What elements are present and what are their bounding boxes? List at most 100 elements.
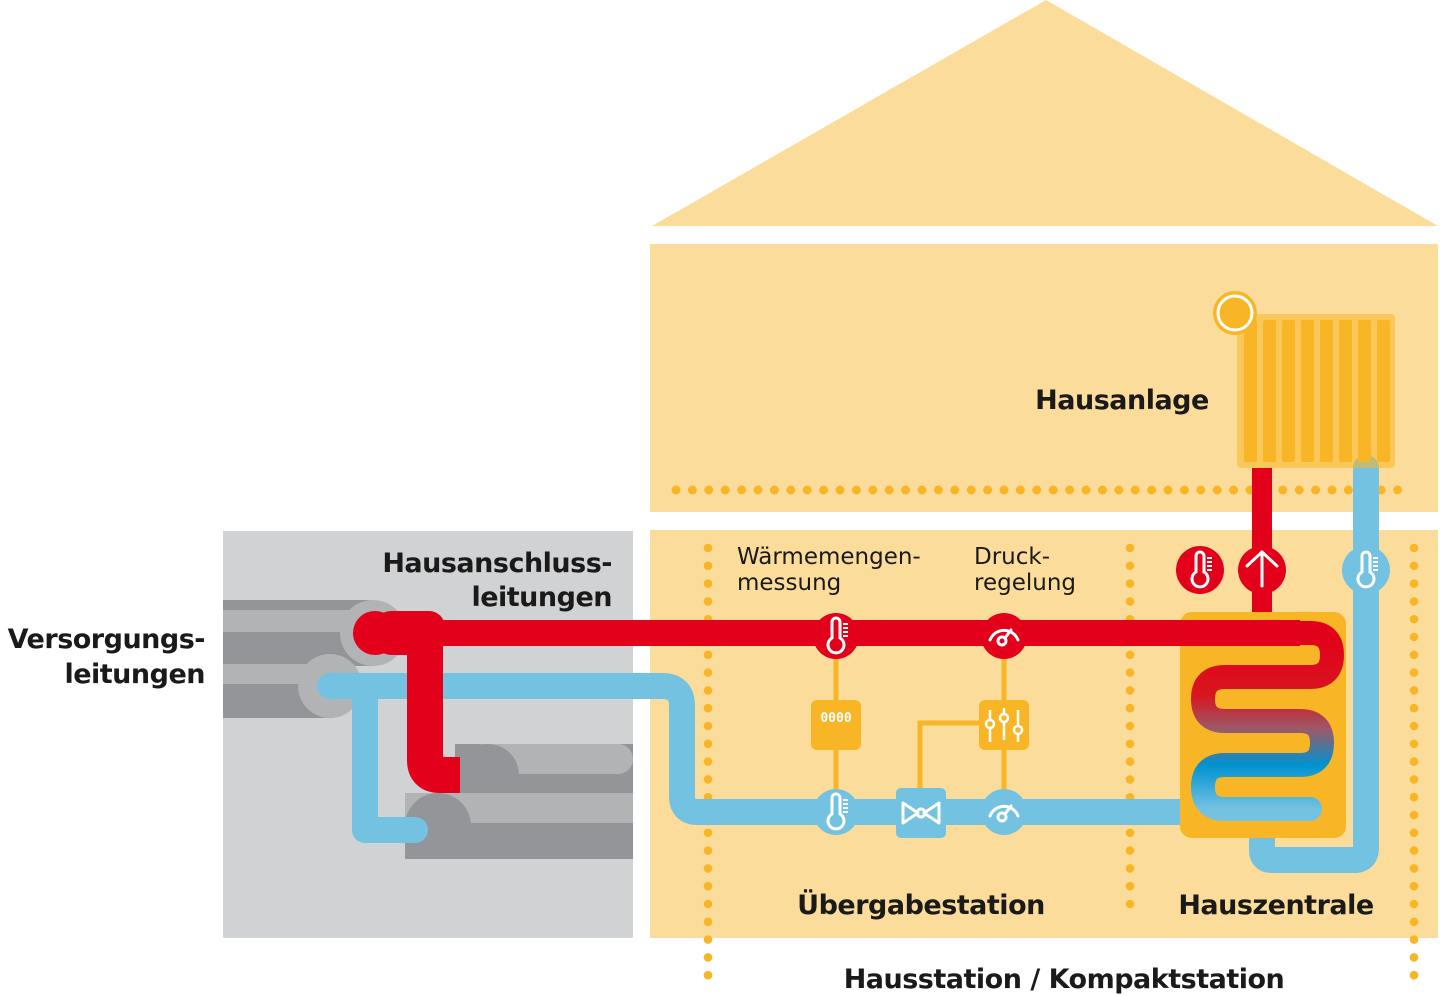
dot [1393,485,1403,495]
dot [1125,579,1135,588]
shutoff-valve-icon [740,621,788,645]
floor-separator-dots [671,485,1403,495]
label-druckregelung-2: regelung [974,570,1076,596]
dot [1409,899,1419,909]
dot [999,485,1009,495]
dot [1125,703,1135,713]
dot [1125,668,1135,677]
dot [720,485,730,495]
supply-thermometer-icon [813,613,859,659]
dot [1212,485,1222,495]
dot [1125,543,1135,553]
dot [901,485,911,495]
dot [737,485,747,495]
dot [1032,485,1042,495]
dot [1409,561,1419,571]
dot [1409,721,1419,731]
shutoff-valve-icon [740,800,788,824]
return-line-thermometer-icon [1342,546,1390,594]
dot [1196,485,1206,495]
dot [1081,485,1091,495]
pump-arrow-icon [1238,546,1286,594]
dot [703,881,713,891]
dot [1409,775,1419,784]
dot [1125,739,1135,749]
dot [1125,846,1135,855]
dot [1409,757,1419,766]
dot [1125,881,1135,891]
dot [1409,543,1419,553]
dot [1409,828,1419,838]
dot [703,864,713,873]
dot [868,485,878,495]
dot [1125,561,1135,571]
radiator-fin [1377,320,1390,462]
dot [703,953,713,962]
roof [652,0,1438,226]
dot [1125,775,1135,784]
label-waermemengenmessung-2: messung [737,570,841,596]
dot [884,485,894,495]
dot [1409,953,1419,962]
dot [703,739,713,749]
dot [1409,614,1419,624]
hauszentrale-thermometer-icon [1176,546,1224,594]
dot [1409,792,1419,802]
dot [1409,935,1419,944]
label-hausanlage: Hausanlage [1035,385,1209,416]
dot [1409,703,1419,713]
shutoff-valve-icon [1054,621,1102,645]
dot [1327,485,1337,495]
dot [703,650,713,660]
dot [1125,828,1135,838]
dot [1125,721,1135,731]
radiator-fin [1244,320,1257,462]
return-thermometer-icon [813,789,859,835]
dot [1179,485,1189,495]
dot [1125,686,1135,695]
dot [802,485,812,495]
label-hauszentrale: Hauszentrale [1178,890,1373,921]
dot [1125,864,1135,873]
valve-icon [896,788,946,838]
dot [1409,881,1419,891]
radiator-fin [1263,320,1276,462]
dot [1278,485,1288,495]
dot [703,970,713,980]
dot [1114,485,1124,495]
dot [753,485,763,495]
dotted-separators [671,485,1419,980]
dot [703,757,713,766]
dot [703,935,713,944]
dot [671,485,681,495]
dot [1097,485,1107,495]
dot [703,917,713,927]
dot [1409,917,1419,927]
dot [703,828,713,838]
dot [703,775,713,784]
dot [1409,970,1419,980]
supply-gauge-icon [981,613,1027,659]
section-divider-dots [1125,543,1135,909]
dot [966,485,976,495]
dot [1409,810,1419,820]
dot [786,485,796,495]
dot [933,485,943,495]
dot [835,485,845,495]
dot [1163,485,1173,495]
dot [687,485,697,495]
dot [1343,485,1353,495]
dot [1409,632,1419,642]
hausanschluss-ground-pipes [405,744,633,859]
radiator-fin [1358,320,1371,462]
dot [703,846,713,855]
return-pipe [317,455,1379,873]
heat-meter-display: 0000 [820,711,851,726]
return-gauge-icon [981,789,1027,835]
label-versorgungsleitungen-1: Versorgungs- [8,624,205,655]
dot [1048,485,1058,495]
dot [703,579,713,588]
label-waermemengenmessung-1: Wärmemengen- [737,544,921,570]
dot [1409,650,1419,660]
dot [1015,485,1025,495]
